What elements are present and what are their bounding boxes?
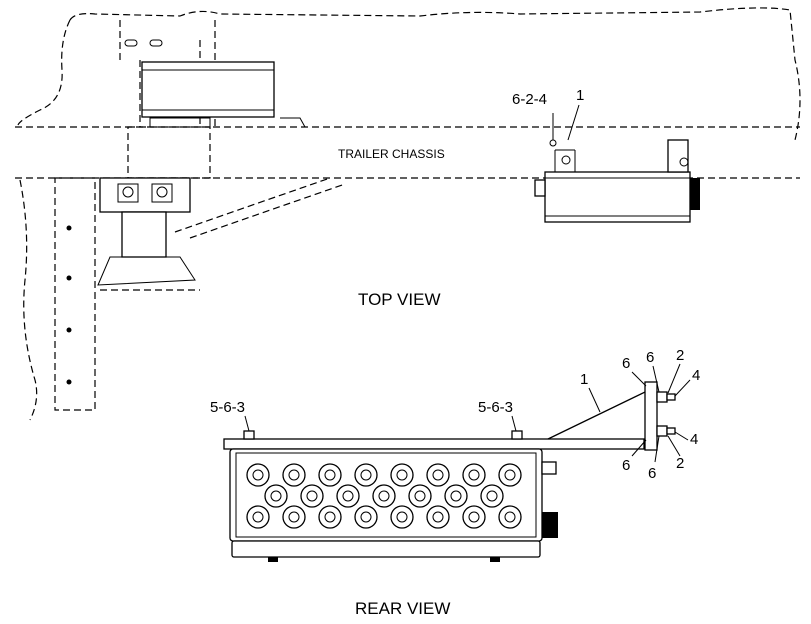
light-lens: [444, 484, 468, 508]
light-lens-center: [360, 511, 372, 523]
light-lens: [462, 505, 486, 529]
light-lens: [408, 484, 432, 508]
lower-bracket: [99, 177, 191, 213]
light-lens-center: [324, 511, 336, 523]
light-lens: [354, 463, 378, 487]
light-lens: [246, 463, 270, 487]
light-lens: [318, 463, 342, 487]
callout-6-b: 6: [646, 349, 654, 366]
top-view: TRAILER CHASSIS: [15, 7, 801, 421]
light-lens: [372, 484, 396, 508]
top-view-label: TOP VIEW: [358, 290, 441, 309]
light-lens-center: [432, 469, 444, 481]
light-lens-center: [450, 490, 462, 502]
connector-knob: [690, 178, 700, 210]
light-lens: [318, 505, 342, 529]
callout-5-6-3-right: 5-6-3: [478, 399, 513, 416]
light-lens-center: [396, 511, 408, 523]
callout-6-2-4: 6-2-4: [512, 91, 547, 108]
rear-view: 5-6-3 5-6-3 1 6 6 2 4 4 2 6 6 REAR VIEW: [210, 347, 700, 618]
light-lens-center: [252, 511, 264, 523]
light-lens: [246, 505, 270, 529]
light-lens-center: [288, 469, 300, 481]
light-lens-center: [468, 511, 480, 523]
light-lens: [336, 484, 360, 508]
light-lens-center: [486, 490, 498, 502]
light-lens: [282, 463, 306, 487]
callout-1-rear: 1: [580, 371, 588, 388]
callout-4-b: 4: [690, 431, 698, 448]
left-rail: [54, 177, 96, 411]
light-lens-center: [504, 511, 516, 523]
light-lens-center: [306, 490, 318, 502]
light-lens-center: [432, 511, 444, 523]
light-lens: [264, 484, 288, 508]
callout-2-a: 2: [676, 347, 684, 364]
callout-6-a: 6: [622, 355, 630, 372]
light-lens: [282, 505, 306, 529]
chassis-label: TRAILER CHASSIS: [338, 147, 445, 161]
rear-view-label: REAR VIEW: [355, 599, 450, 618]
light-lens: [498, 463, 522, 487]
light-grid: [246, 463, 522, 529]
light-lens: [390, 505, 414, 529]
light-lens-center: [378, 490, 390, 502]
callout-5-6-3-left: 5-6-3: [210, 399, 245, 416]
light-lens: [354, 505, 378, 529]
callout-1-top: 1: [576, 87, 584, 104]
light-lens-center: [342, 490, 354, 502]
mounting-plate: [223, 438, 645, 450]
light-lens: [390, 463, 414, 487]
light-lens-center: [414, 490, 426, 502]
callout-4-a: 4: [692, 367, 700, 384]
bracket-arm: [547, 391, 656, 440]
light-lens-center: [360, 469, 372, 481]
callout-6-d: 6: [648, 465, 656, 482]
light-lens-center: [252, 469, 264, 481]
callout-6-c: 6: [622, 457, 630, 474]
light-lens: [426, 505, 450, 529]
light-lens: [300, 484, 324, 508]
light-lens: [426, 463, 450, 487]
light-box-top: [544, 171, 691, 223]
light-lens-center: [396, 469, 408, 481]
connector-knob-rear: [542, 512, 558, 538]
stud-left: [243, 430, 255, 440]
light-lens-center: [270, 490, 282, 502]
light-lens: [462, 463, 486, 487]
light-lens-center: [504, 469, 516, 481]
trailer-outline: [69, 7, 801, 141]
light-lens: [498, 505, 522, 529]
light-lens-center: [468, 469, 480, 481]
stud-right: [511, 430, 523, 440]
callout-2-b: 2: [676, 455, 684, 472]
upper-bracket: [141, 61, 275, 118]
light-lens-center: [324, 469, 336, 481]
light-lens-center: [288, 511, 300, 523]
light-lens: [480, 484, 504, 508]
